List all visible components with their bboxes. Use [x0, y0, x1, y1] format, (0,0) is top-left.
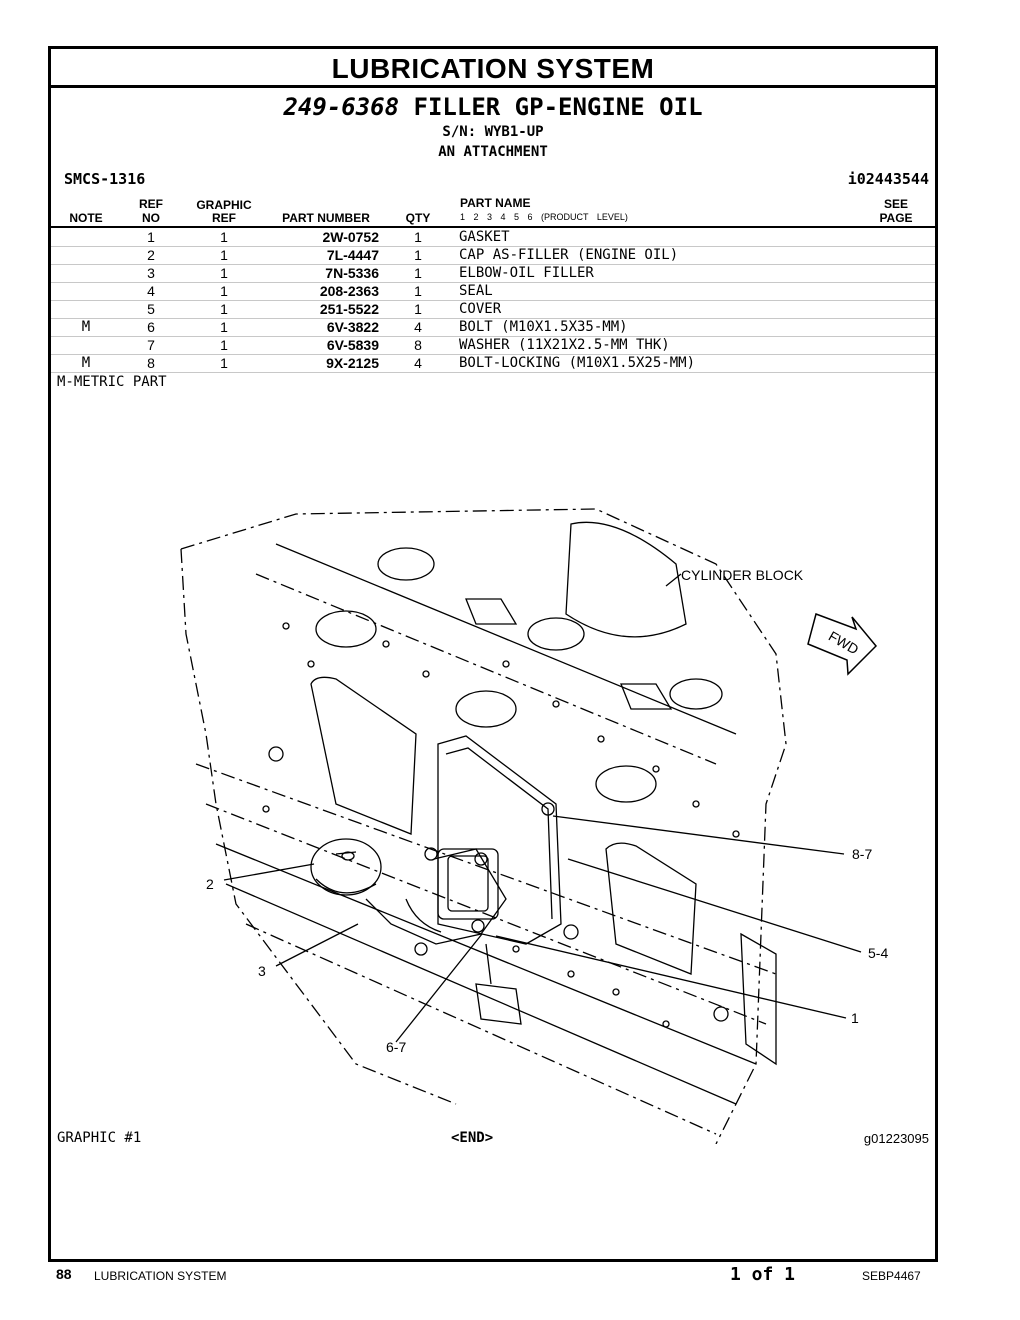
header-see-bottom: PAGE — [879, 211, 913, 225]
attachment-label: AN ATTACHMENT — [438, 144, 548, 160]
section-title: LUBRICATION SYSTEM — [51, 49, 935, 88]
group-number: 249-6368 — [283, 93, 400, 121]
footer-doc-id: SEBP4467 — [862, 1269, 921, 1283]
cell-graphic-ref: 1 — [220, 265, 228, 281]
header-graphic-top: GRAPHIC — [196, 198, 252, 212]
end-marker: <END> — [451, 1130, 494, 1146]
cell-qty: 4 — [414, 355, 422, 371]
serial-number: S/N: WYB1-UP — [442, 124, 544, 140]
footer-page-number: 88 — [56, 1266, 72, 1282]
cell-part-number: 7N-5336 — [325, 265, 379, 281]
header-graphic-bottom: REF — [212, 211, 236, 225]
group-title: 249-6368 FILLER GP-ENGINE OIL — [51, 93, 935, 121]
cell-qty: 1 — [414, 247, 422, 263]
cell-graphic-ref: 1 — [220, 283, 228, 299]
cell-ref: 5 — [147, 301, 155, 317]
cell-ref: 1 — [147, 229, 155, 245]
cell-part-number: 7L-4447 — [326, 247, 379, 263]
cell-qty: 8 — [414, 337, 422, 353]
header-ref-top: REF — [139, 197, 163, 211]
cell-note: M — [81, 319, 91, 335]
info-id: i02443544 — [847, 170, 929, 188]
table-row: 2 1 7L-4447 1 CAP AS-FILLER (ENGINE OIL) — [51, 246, 935, 265]
smcs-code: SMCS-1316 — [64, 170, 146, 188]
cell-graphic-ref: 1 — [220, 355, 228, 371]
table-row: 7 1 6V-5839 8 WASHER (11X21X2.5-MM THK) — [51, 336, 935, 355]
cell-graphic-ref: 1 — [220, 229, 228, 245]
cell-part-number: 251-5522 — [319, 301, 379, 317]
cell-part-name: GASKET — [459, 229, 510, 245]
callout-2: 2 — [206, 876, 214, 892]
cell-ref: 8 — [147, 355, 155, 371]
cell-qty: 4 — [414, 319, 422, 335]
cell-part-number: 2W-0752 — [322, 229, 379, 245]
cell-part-number: 6V-5839 — [326, 337, 379, 353]
cell-part-name: SEAL — [459, 283, 493, 299]
exploded-view-drawing: FWD CYLINDER BLOCK 8-7 5-4 1 2 3 6-7 — [180, 508, 888, 1144]
table-row: 3 1 7N-5336 1 ELBOW-OIL FILLER — [51, 264, 935, 283]
cell-ref: 7 — [147, 337, 155, 353]
cell-qty: 1 — [414, 301, 422, 317]
cell-part-name: WASHER (11X21X2.5-MM THK) — [459, 337, 670, 353]
cell-ref: 4 — [147, 283, 155, 299]
cell-qty: 1 — [414, 283, 422, 299]
cell-graphic-ref: 1 — [220, 319, 228, 335]
metric-note: M-METRIC PART — [57, 374, 167, 390]
cell-graphic-ref: 1 — [220, 247, 228, 263]
callout-8-7: 8-7 — [852, 846, 872, 862]
cell-part-name: COVER — [459, 301, 502, 317]
cell-part-number: 9X-2125 — [326, 355, 379, 371]
cell-ref: 6 — [147, 319, 155, 335]
cell-part-name: CAP AS-FILLER (ENGINE OIL) — [459, 247, 679, 263]
cell-ref: 2 — [147, 247, 155, 263]
header-qty: QTY — [405, 211, 431, 225]
footer-page-of: 1 of 1 — [730, 1264, 796, 1285]
callout-1: 1 — [851, 1010, 859, 1026]
cell-graphic-ref: 1 — [220, 301, 228, 317]
page-frame: LUBRICATION SYSTEM 249-6368 FILLER GP-EN… — [48, 46, 938, 1262]
header-part-number: PART NUMBER — [282, 211, 370, 225]
header-divider — [51, 226, 935, 228]
table-row: 1 1 2W-0752 1 GASKET — [51, 228, 935, 247]
cell-qty: 1 — [414, 229, 422, 245]
table-row: M 6 1 6V-3822 4 BOLT (M10X1.5X35-MM) — [51, 318, 935, 337]
header-part-name: PART NAME — [460, 196, 531, 210]
cell-qty: 1 — [414, 265, 422, 281]
graphic-id: g01223095 — [863, 1131, 929, 1146]
header-see-top: SEE — [883, 197, 908, 211]
cell-part-name: BOLT (M10X1.5X35-MM) — [459, 319, 628, 335]
cell-part-number: 6V-3822 — [326, 319, 379, 335]
cell-ref: 3 — [147, 265, 155, 281]
cell-note: M — [81, 355, 91, 371]
callout-6-7: 6-7 — [386, 1039, 406, 1055]
callout-5-4: 5-4 — [868, 945, 888, 961]
cell-part-name: BOLT-LOCKING (M10X1.5X25-MM) — [459, 355, 696, 371]
callout-3: 3 — [258, 963, 266, 979]
table-row: 4 1 208-2363 1 SEAL — [51, 282, 935, 301]
cell-part-number: 208-2363 — [319, 283, 379, 299]
header-note: NOTE — [69, 211, 103, 225]
footer-section: LUBRICATION SYSTEM — [94, 1269, 227, 1283]
table-row: 5 1 251-5522 1 COVER — [51, 300, 935, 319]
header-ref-bottom: NO — [142, 211, 160, 225]
callout-cylinder-block: CYLINDER BLOCK — [681, 567, 804, 583]
cell-graphic-ref: 1 — [220, 337, 228, 353]
graphic-label: GRAPHIC #1 — [57, 1130, 142, 1146]
table-row: M 8 1 9X-2125 4 BOLT-LOCKING (M10X1.5X25… — [51, 354, 935, 373]
group-name: FILLER GP-ENGINE OIL — [413, 93, 703, 121]
header-product-level: 1 2 3 4 5 6 (PRODUCT LEVEL) — [460, 212, 628, 222]
cell-part-name: ELBOW-OIL FILLER — [459, 265, 594, 281]
